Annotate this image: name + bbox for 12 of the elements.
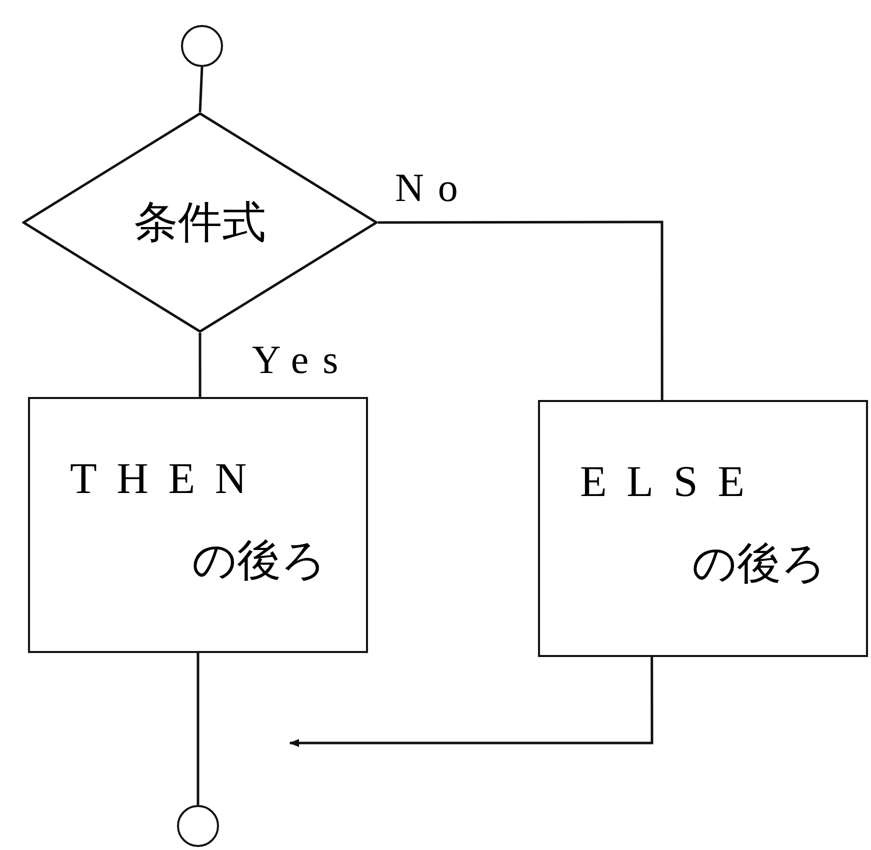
- connector-line: [378, 220, 664, 400]
- connector-line: [196, 653, 200, 805]
- keyword-text: ELSE: [580, 460, 764, 504]
- box-text: の後ろ: [692, 542, 826, 586]
- condition-text: 条件式: [134, 200, 266, 244]
- arrow: [289, 657, 654, 747]
- process-box: [538, 400, 868, 657]
- connector-line: [198, 66, 204, 112]
- process-box: [28, 397, 368, 653]
- box-text: の後ろ: [192, 539, 326, 583]
- connector-line: [198, 333, 202, 397]
- keyword-text: THEN: [70, 457, 267, 501]
